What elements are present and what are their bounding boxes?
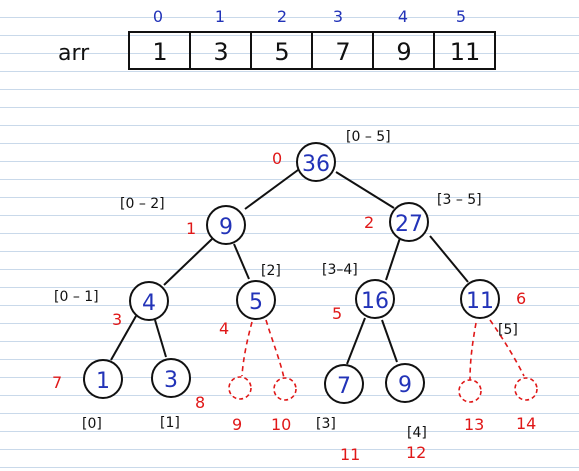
- node-value: 7: [337, 374, 351, 399]
- tree-node: 1: [83, 359, 123, 399]
- tree-edge: [244, 169, 299, 210]
- node-value: 1: [96, 369, 110, 394]
- index-labels: 0 1 2 3 4 5 6 7 8 11 12 9 10 13 14: [52, 149, 536, 464]
- empty-edge: [241, 321, 253, 377]
- range-label: [3 – 5]: [437, 192, 482, 208]
- node-circle: [324, 364, 364, 404]
- range-label: [0 – 1]: [54, 289, 99, 305]
- node-index-label: 7: [52, 373, 62, 392]
- array-index-label: 4: [398, 7, 408, 26]
- tree-node: 11: [460, 279, 500, 319]
- node-circle: [83, 359, 123, 399]
- empty-node-circle: [273, 377, 297, 401]
- range-label: [5]: [498, 322, 518, 338]
- node-circle: [206, 205, 246, 245]
- range-label: [0 – 2]: [120, 196, 165, 212]
- array-index-label: 2: [277, 7, 287, 26]
- tree-node: 4: [129, 281, 169, 321]
- array-cell-value: 7: [335, 38, 350, 66]
- empty-node-index-label: 10: [271, 415, 291, 434]
- range-label: [3]: [316, 416, 336, 432]
- node-value: 4: [142, 291, 156, 316]
- tree-edge: [381, 319, 398, 363]
- node-value: 3: [164, 368, 178, 393]
- array-index-label: 0: [153, 7, 163, 26]
- node-index-label: 5: [332, 304, 342, 323]
- range-label: [1]: [160, 415, 180, 431]
- range-label: [2]: [261, 263, 281, 279]
- empty-edge: [469, 322, 477, 381]
- node-circle: [389, 202, 429, 242]
- tree-node: 9: [385, 363, 425, 403]
- node-value: 11: [466, 289, 494, 314]
- array-index-label: 1: [215, 7, 225, 26]
- empty-node-circle: [228, 376, 252, 400]
- tree-edge: [163, 238, 213, 286]
- tree-edge: [154, 319, 167, 358]
- tree-node-root: 36: [296, 142, 336, 182]
- node-value: 9: [219, 215, 233, 240]
- node-value: 5: [249, 290, 263, 315]
- range-label: [0 – 5]: [346, 129, 391, 145]
- node-index-label: 4: [219, 319, 229, 338]
- array-cell-value: 11: [450, 38, 481, 66]
- empty-edge: [265, 319, 285, 379]
- empty-node-index-label: 14: [516, 414, 536, 433]
- node-index-label: 6: [516, 289, 526, 308]
- node-index-label: 1: [186, 219, 196, 238]
- array-index-label: 5: [456, 7, 466, 26]
- array-cell-value: 3: [213, 38, 228, 66]
- tree-edge: [346, 317, 366, 365]
- node-circle: [385, 363, 425, 403]
- array-cell-value: 9: [396, 38, 411, 66]
- node-index-label: 12: [406, 443, 426, 462]
- tree-node: 27: [389, 202, 429, 242]
- array-cell-value: 1: [152, 38, 167, 66]
- node-circle: [129, 281, 169, 321]
- empty-node-index-label: 9: [232, 415, 242, 434]
- tree-node: 16: [355, 279, 395, 319]
- node-value: 36: [302, 152, 330, 177]
- node-circle: [151, 358, 191, 398]
- node-circle: [296, 142, 336, 182]
- tree-edge: [335, 171, 395, 209]
- range-label: [0]: [82, 416, 102, 432]
- empty-node-edges: [241, 319, 525, 381]
- node-index-label: 2: [364, 213, 374, 232]
- node-index-label: 0: [272, 149, 282, 168]
- empty-nodes: [228, 376, 538, 403]
- node-value: 27: [395, 212, 423, 237]
- node-value: 16: [361, 289, 389, 314]
- node-index-label: 3: [112, 310, 122, 329]
- tree-node: 3: [151, 358, 191, 398]
- empty-node-index-label: 13: [464, 415, 484, 434]
- node-circle: [236, 280, 276, 320]
- array-index-label: 3: [333, 7, 343, 26]
- tree-node: 7: [324, 364, 364, 404]
- tree-edge: [385, 237, 401, 281]
- node-value: 9: [398, 373, 412, 398]
- range-label: [4]: [407, 425, 427, 441]
- tree-edge: [429, 235, 469, 283]
- tree-node: 5: [236, 280, 276, 320]
- array-label: arr: [58, 41, 90, 66]
- range-label: [3–4]: [322, 262, 358, 278]
- node-index-label: 11: [340, 445, 360, 464]
- node-circle: [460, 279, 500, 319]
- array-section: arr 0 1 2 3 4 5 1 3 5 7 9 11: [58, 7, 496, 70]
- range-labels: [0 – 5] [0 – 2] [3 – 5] [0 – 1] [2] [3–4…: [54, 129, 518, 441]
- tree-edge: [110, 315, 137, 361]
- empty-node-circle: [458, 379, 482, 403]
- array-cell-value: 5: [274, 38, 289, 66]
- tree-node: 9: [206, 205, 246, 245]
- node-index-label: 8: [195, 393, 205, 412]
- tree-edge: [233, 243, 250, 280]
- node-circle: [355, 279, 395, 319]
- empty-node-circle: [514, 377, 538, 401]
- tree-edges: [110, 169, 469, 365]
